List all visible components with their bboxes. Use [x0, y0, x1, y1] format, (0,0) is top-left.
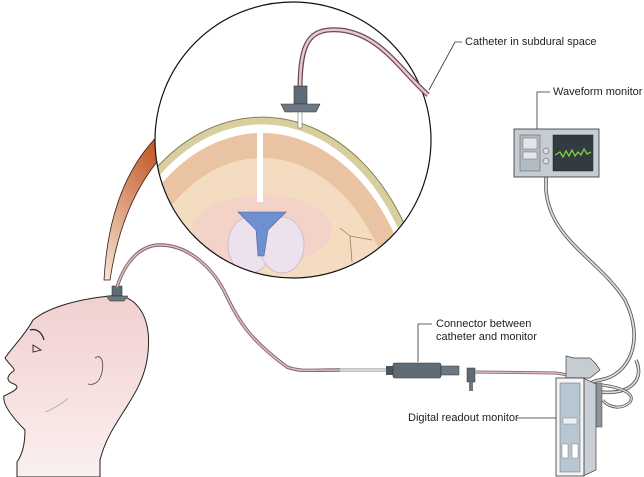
waveform-trace: [554, 147, 592, 159]
label-connector-line2: catheter and monitor: [436, 331, 537, 343]
connector: [386, 362, 476, 391]
patient-head: [3, 285, 149, 477]
label-catheter: Catheter in subdural space: [465, 36, 597, 48]
label-digital-readout: Digital readout monitor: [408, 412, 519, 424]
monitor-cable: [544, 165, 641, 395]
label-connector-line1: Connector between: [436, 318, 532, 330]
bolt: [111, 285, 123, 297]
ventricle: [237, 211, 287, 257]
digital-readout-monitor: [555, 355, 633, 477]
bolt-magnified: [293, 85, 308, 105]
leader-catheter: [428, 41, 462, 91]
label-waveform-monitor: Waveform monitor: [553, 86, 643, 98]
readout-display: [562, 417, 578, 425]
magnified-brain-view: [154, 1, 432, 279]
leader-connector: [417, 323, 432, 362]
waveform-monitor: [513, 128, 600, 178]
leader-waveform: [536, 91, 550, 129]
